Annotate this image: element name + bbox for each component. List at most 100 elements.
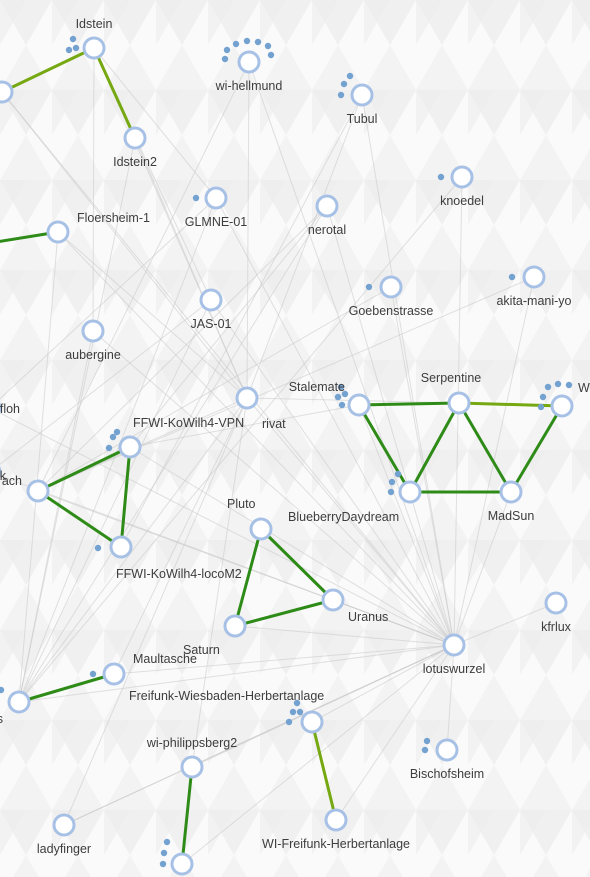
node-madsun[interactable]: MadSun bbox=[488, 480, 535, 523]
node-wi-philippsberg2[interactable]: wi-philippsberg2 bbox=[146, 736, 237, 779]
node-floersheim-1[interactable]: Floersheim-1 bbox=[46, 211, 150, 244]
mesh-link[interactable] bbox=[458, 401, 563, 408]
mesh-link[interactable] bbox=[180, 766, 194, 865]
node-circle[interactable] bbox=[350, 83, 374, 107]
node-circle[interactable] bbox=[450, 165, 474, 189]
node-w[interactable]: W bbox=[550, 381, 590, 418]
node-circle[interactable] bbox=[379, 275, 403, 299]
client-dot bbox=[159, 860, 167, 868]
node-nerotal[interactable]: nerotal bbox=[308, 194, 346, 237]
mesh-link[interactable] bbox=[457, 402, 513, 493]
node-aubergine[interactable]: aubergine bbox=[65, 319, 121, 362]
node-circle[interactable] bbox=[204, 186, 228, 210]
client-dot bbox=[539, 393, 547, 401]
node-bischofsheim[interactable]: Bischofsheim bbox=[410, 738, 484, 781]
node-ach[interactable]: ach bbox=[2, 474, 50, 503]
mesh-link[interactable] bbox=[259, 527, 335, 602]
node-maultasche[interactable]: Maultasche bbox=[102, 652, 197, 686]
node-node-near-serpentine-bl[interactable] bbox=[398, 480, 422, 504]
node-circle[interactable] bbox=[123, 126, 147, 150]
mesh-link[interactable] bbox=[358, 401, 460, 407]
node-lotuswurzel[interactable]: lotuswurzel bbox=[423, 633, 486, 676]
mesh-link[interactable] bbox=[18, 672, 115, 704]
node-serpentine[interactable]: Serpentine bbox=[421, 371, 482, 415]
node-freifunk-wiesbaden-herbertanlage[interactable]: Freifunk-Wiesbaden-Herbertanlage bbox=[129, 689, 324, 734]
node-circle[interactable] bbox=[170, 852, 194, 876]
node-left-top-node[interactable] bbox=[0, 80, 14, 104]
mesh-link[interactable] bbox=[357, 404, 412, 493]
node-idstein2[interactable]: Idstein2 bbox=[113, 126, 157, 169]
node-goebenstrasse[interactable]: Goebenstrasse bbox=[349, 275, 434, 318]
client-dot bbox=[337, 383, 345, 391]
node-circle[interactable] bbox=[315, 194, 339, 218]
node-saturn[interactable]: Saturn bbox=[183, 614, 247, 657]
node-circle[interactable] bbox=[550, 394, 574, 418]
node-privat[interactable]: rivat bbox=[235, 386, 286, 431]
node-glmne-01[interactable]: GLMNE-01 bbox=[185, 186, 248, 229]
node-label: WI-Freifunk-Herbertanlage bbox=[262, 837, 410, 851]
node-ffwi-kowilh4-locom2[interactable]: FFWI-KoWilh4-locoM2 bbox=[109, 535, 242, 581]
node-blueberrydaydream[interactable]: BlueberryDaydream bbox=[288, 510, 399, 524]
node-circle[interactable] bbox=[447, 391, 471, 415]
node-uranus[interactable]: Uranus bbox=[321, 588, 388, 624]
mesh-link[interactable] bbox=[310, 721, 338, 821]
node-circle[interactable] bbox=[544, 591, 568, 615]
node-circle[interactable] bbox=[237, 50, 261, 74]
node-circle[interactable] bbox=[109, 535, 133, 559]
node-circle[interactable] bbox=[82, 36, 106, 60]
node-circle[interactable] bbox=[442, 633, 466, 657]
node-wi-hellmund[interactable]: wi-hellmund bbox=[215, 50, 283, 93]
node-kfrlux[interactable]: kfrlux bbox=[541, 591, 572, 634]
node-tubul[interactable]: Tubul bbox=[347, 83, 378, 126]
node-circle[interactable] bbox=[347, 393, 371, 417]
mesh-link[interactable] bbox=[119, 446, 132, 548]
node-circle[interactable] bbox=[180, 755, 204, 779]
node-k[interactable]: k bbox=[0, 462, 7, 483]
mesh-link[interactable] bbox=[37, 445, 131, 493]
node-bottom-node[interactable] bbox=[170, 852, 194, 876]
node-circle[interactable] bbox=[249, 517, 273, 541]
node-circle[interactable] bbox=[435, 738, 459, 762]
node-circle[interactable] bbox=[235, 386, 259, 410]
mesh-link[interactable] bbox=[233, 528, 263, 627]
node-circle[interactable] bbox=[52, 813, 76, 837]
node-circle[interactable] bbox=[102, 662, 126, 686]
node-circle[interactable] bbox=[324, 808, 348, 832]
node-circle[interactable] bbox=[199, 288, 223, 312]
node-wi-freifunk-herbertanlage[interactable]: WI-Freifunk-Herbertanlage bbox=[262, 808, 410, 851]
mesh-link[interactable] bbox=[1, 46, 95, 94]
node-idstein[interactable]: Idstein bbox=[76, 17, 113, 60]
background-link bbox=[446, 644, 455, 751]
mesh-link[interactable] bbox=[509, 405, 564, 493]
node-circle[interactable] bbox=[398, 480, 422, 504]
node-circle[interactable] bbox=[300, 710, 324, 734]
background-link bbox=[18, 231, 59, 703]
node-circle[interactable] bbox=[321, 588, 345, 612]
node-circle[interactable] bbox=[46, 220, 70, 244]
node-circle[interactable] bbox=[0, 80, 14, 104]
node-circle[interactable] bbox=[499, 480, 523, 504]
node-circle[interactable] bbox=[118, 435, 142, 459]
node-ffwi-kowilh4-vpn[interactable]: FFWI-KoWilh4-VPN bbox=[118, 416, 244, 459]
node-circle[interactable] bbox=[26, 479, 50, 503]
node-circle[interactable] bbox=[7, 690, 31, 714]
node-circle[interactable] bbox=[223, 614, 247, 638]
mesh-link[interactable] bbox=[37, 489, 122, 549]
node-circle[interactable] bbox=[522, 265, 546, 289]
client-dot bbox=[334, 393, 342, 401]
node-jas-01[interactable]: JAS-01 bbox=[191, 288, 232, 331]
mesh-link[interactable] bbox=[234, 598, 334, 628]
node-circle[interactable] bbox=[81, 319, 105, 343]
mesh-link[interactable] bbox=[92, 47, 137, 139]
node-pluto[interactable]: Pluto bbox=[227, 497, 273, 541]
mesh-link[interactable] bbox=[408, 402, 461, 493]
node-akita-mani-yo[interactable]: akita-mani-yo bbox=[496, 265, 572, 308]
node-floh[interactable]: floh bbox=[0, 398, 20, 418]
node-stalemate[interactable]: Stalemate bbox=[289, 380, 371, 417]
node-knoedel[interactable]: knoedel bbox=[440, 165, 484, 208]
node-ladyfinger[interactable]: ladyfinger bbox=[37, 813, 91, 856]
node-s[interactable]: s bbox=[0, 690, 31, 726]
client-dot bbox=[0, 686, 5, 694]
